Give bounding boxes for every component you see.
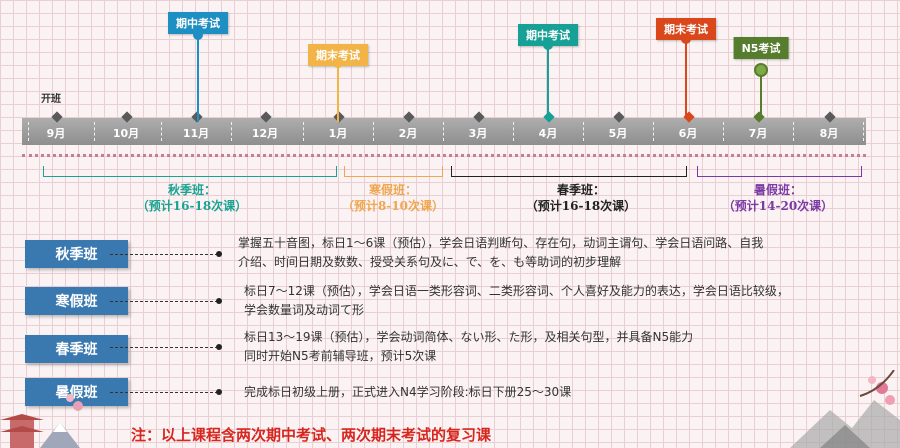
description-line: 介绍、时间日期及数数、授受关系句及に、で、を、も等助词的初步理解 (238, 255, 622, 269)
spring-bracket (451, 166, 687, 177)
timeline-separator (793, 122, 794, 141)
term-name: 寒假班： (368, 183, 417, 197)
autumn-term-label: 秋季班： （预计16-18次课） (137, 182, 247, 214)
term-estimate: （预计16-18次课） (136, 199, 248, 213)
timeline-separator (303, 122, 304, 141)
winter-description: 标日7～12课（预估），学会日语一类形容词、二类形容词、个人喜好及能力的表达，学… (244, 282, 789, 320)
pagoda-illustration (0, 394, 83, 448)
month-label: 2月 (398, 127, 418, 140)
exam-marker-label: 期末考试 (308, 44, 368, 66)
month-label: 12月 (251, 127, 279, 140)
description-line: 学会数量词及动词て形 (244, 303, 365, 317)
timeline-separator (161, 122, 162, 141)
term-name: 秋季班： (167, 183, 217, 197)
start-label: 开班 (41, 94, 61, 105)
summer-bracket (697, 166, 862, 177)
connector-dot (216, 389, 222, 395)
month-label: 10月 (112, 127, 140, 140)
spring-term-label: 春季班： （预计16-18次课） (526, 182, 636, 214)
connector-line (110, 301, 218, 302)
description-line: 同时开始N5考前辅导班，预计5次课 (244, 349, 437, 363)
exam-marker-dot (754, 63, 768, 77)
timeline-separator (231, 122, 232, 141)
month-label: 7月 (748, 127, 768, 140)
timeline-separator (28, 122, 29, 141)
exam-marker-dot (681, 34, 691, 44)
exam-marker-dot (333, 58, 343, 68)
month-label: 5月 (608, 127, 628, 140)
timeline-separator (583, 122, 584, 141)
connector-dot (216, 344, 222, 350)
term-estimate: （预计8-10次课） (341, 199, 445, 213)
month-label: 11月 (182, 127, 210, 140)
term-estimate: （预计16-18次课） (525, 199, 637, 213)
description-line: 标日7～12课（预估），学会日语一类形容词、二类形容词、个人喜好及能力的表达，学… (244, 284, 789, 298)
exam-marker-line (760, 71, 762, 118)
exam-marker-line (547, 44, 549, 118)
dotted-divider (22, 154, 866, 157)
timeline-bar (22, 118, 866, 145)
timeline-separator (653, 122, 654, 141)
autumn-description: 掌握五十音图，标日1～6课（预估），学会日语判断句、存在句，动词主谓句、学会日语… (238, 234, 763, 272)
timeline-separator (373, 122, 374, 141)
exam-marker-label: N5考试 (733, 37, 789, 59)
spring-description: 标日13～19课（预估），学会动词简体、ない形、た形，及相关句型，并具备N5能力… (244, 328, 693, 366)
exam-marker-label: 期中考试 (168, 12, 228, 34)
connector-dot (216, 251, 222, 257)
mountain-blossom-illustration (790, 370, 900, 448)
month-label: 6月 (678, 127, 698, 140)
description-line: 标日13～19课（预估），学会动词简体、ない形、た形，及相关句型，并具备N5能力 (244, 330, 694, 344)
term-name: 暑假班： (753, 183, 803, 197)
exam-marker-line (337, 62, 339, 122)
exam-marker-dot (543, 40, 553, 50)
month-label: 8月 (819, 127, 839, 140)
month-label: 9月 (46, 127, 66, 140)
autumn-bracket (43, 166, 337, 177)
connector-line (110, 392, 218, 393)
summer-term-button: 暑假班 (25, 378, 128, 406)
term-name: 春季班： (556, 183, 606, 197)
timeline-separator (443, 122, 444, 141)
connector-line (110, 254, 218, 255)
description-line: 掌握五十音图，标日1～6课（预估），学会日语判断句、存在句，动词主谓句、学会日语… (238, 236, 764, 250)
month-label: 4月 (538, 127, 558, 140)
timeline-separator (94, 122, 95, 141)
timeline-separator (863, 122, 864, 141)
exam-marker-label: 期末考试 (656, 18, 716, 40)
footnote: 注：以上课程含两次期中考试、两次期末考试的复习课 (131, 426, 492, 444)
description-line: 完成标日初级上册，正式进入N4学习阶段:标日下册25～30课 (244, 385, 572, 399)
winter-term-label: 寒假班： （预计8-10次课） (342, 182, 444, 214)
summer-term-label: 暑假班： （预计14-20次课） (723, 182, 833, 214)
exam-marker-line (197, 34, 199, 122)
month-label: 1月 (328, 127, 348, 140)
timeline-separator (723, 122, 724, 141)
connector-dot (216, 298, 222, 304)
exam-marker-line (685, 38, 687, 118)
exam-marker-label: 期中考试 (518, 24, 578, 46)
spring-term-button: 春季班 (25, 335, 128, 363)
summer-description: 完成标日初级上册，正式进入N4学习阶段:标日下册25～30课 (244, 383, 571, 402)
exam-marker-dot (193, 30, 203, 40)
connector-line (110, 347, 218, 348)
term-estimate: （预计14-20次课） (722, 199, 834, 213)
timeline-separator (513, 122, 514, 141)
month-label: 3月 (468, 127, 488, 140)
winter-bracket (344, 166, 443, 177)
